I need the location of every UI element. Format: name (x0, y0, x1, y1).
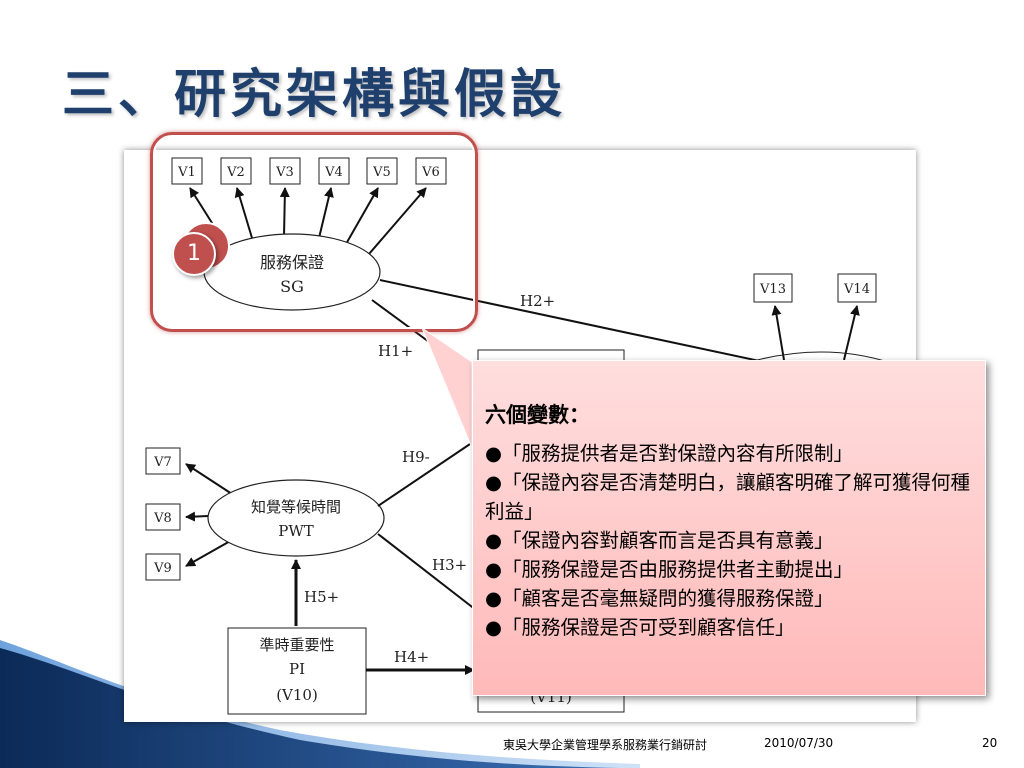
slide-title: 三、研究架構與假設 (62, 65, 567, 125)
var-box-v4 (318, 157, 350, 185)
partial-right-ellipse (741, 351, 895, 365)
arrow-to-v13 (771, 305, 785, 361)
note-item: ●「服務保證是否由服務提供者主動提出」 (485, 558, 854, 581)
var-box-v7 (145, 447, 181, 475)
var-label-v1: V1 (177, 165, 196, 180)
hypothesis-h5-label: H5+ (304, 588, 339, 606)
var-box-v13 (753, 273, 793, 303)
decorative-wave (0, 640, 640, 768)
note-item: ●「服務提供者是否對保證內容有所限制」 (485, 442, 854, 465)
note-title: 六個變數： (485, 403, 590, 427)
hypothesis-h2-line (379, 279, 765, 363)
callout-number-badge: 1 (172, 232, 216, 276)
var-box-v2 (220, 157, 252, 185)
construct-pwt-name: 知覺等候時間 (251, 498, 341, 516)
note-item: ●「服務保證是否可受到顧客信任」 (485, 616, 795, 639)
hypothesis-h3-line (377, 533, 477, 611)
var-label-v4: V4 (324, 165, 343, 180)
var-label-v9: V9 (153, 561, 172, 576)
hypothesis-h1-label: H1+ (378, 342, 413, 360)
hypothesis-h2-label: H2+ (520, 292, 555, 310)
footer-organization: 東吳大學企業管理學系服務業行銷研討 (503, 738, 708, 752)
note-item: ●「保證內容對顧客而言是否具有意義」 (485, 529, 834, 552)
pwt-indicator-arrows (185, 463, 233, 567)
note-item: ●「顧客是否毫無疑問的獲得服務保證」 (485, 587, 834, 610)
var-label-v6: V6 (421, 165, 440, 180)
slide-page-number: 20 (982, 736, 998, 750)
var-label-v3: V3 (275, 165, 294, 180)
arrow-to-v14 (843, 305, 860, 361)
hypothesis-h9-label: H9- (402, 448, 430, 466)
hypothesis-h4-label: H4+ (394, 648, 429, 666)
var-box-v3 (269, 157, 301, 185)
var-label-v13: V13 (759, 282, 786, 297)
hypothesis-h9-line (377, 439, 477, 507)
var-box-v5 (366, 157, 398, 185)
construct-pi-box (227, 627, 367, 715)
top-variable-boxes: V1 V2 V3 V4 V5 V6 (171, 157, 447, 185)
construct-pwt-ellipse (207, 479, 385, 557)
construct-sg-name: 服務保證 (260, 253, 324, 272)
hypothesis-h3-label: H3+ (432, 556, 467, 574)
sg-highlight-frame (150, 132, 478, 332)
construct-pi-code: PI (289, 660, 305, 678)
note-item: ●「保證內容是否清楚明白，讓顧客明確了解可獲得何種利益」 (485, 471, 971, 523)
var-label-v7: V7 (153, 455, 172, 470)
var-box-v1 (171, 157, 203, 185)
var-box-v8 (145, 503, 181, 531)
var-label-v8: V8 (153, 511, 172, 526)
var-label-v5: V5 (372, 165, 391, 180)
var-box-v9 (145, 553, 181, 581)
construct-sg-code: SG (280, 277, 304, 296)
construct-pi-name: 準時重要性 (259, 636, 334, 654)
var-box-v6 (415, 157, 447, 185)
var-box-v14 (837, 273, 877, 303)
var-label-v14: V14 (843, 282, 870, 297)
footer-date: 2010/07/30 (764, 736, 834, 750)
construct-pi-var: (V10) (276, 686, 318, 704)
construct-pwt-code: PWT (278, 522, 314, 540)
var-label-v2: V2 (226, 165, 245, 180)
variables-note-callout: 六個變數： ●「服務提供者是否對保證內容有所限制」 ●「保證內容是否清楚明白，讓… (472, 360, 986, 696)
